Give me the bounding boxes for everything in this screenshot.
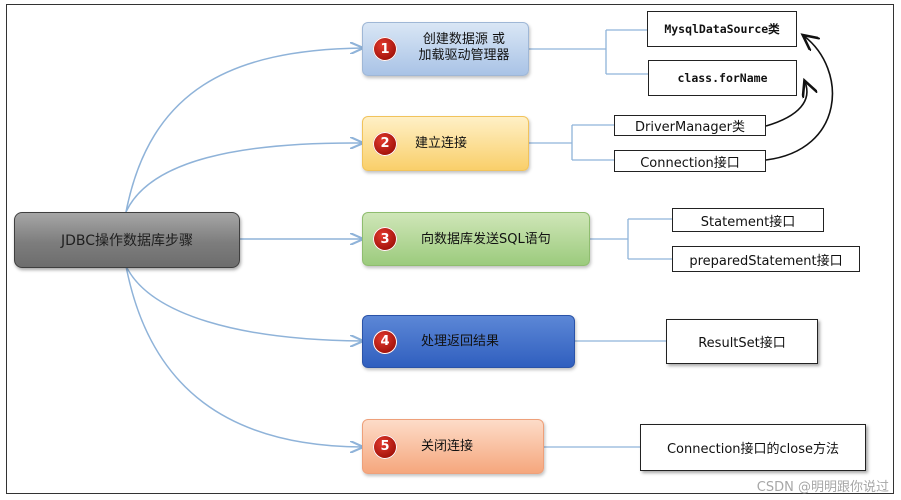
root-to-step1-curve (125, 48, 362, 213)
step1-bracket (529, 29, 648, 75)
diagram-frame (6, 4, 894, 494)
step-2-badge: 2 (373, 131, 397, 156)
step-1-node: 1 创建数据源 或 加载驱动管理器 (362, 22, 529, 76)
leaf-drivermanager: DriverManager类 (614, 115, 766, 136)
step-3-label: 向数据库发送SQL语句 (421, 232, 551, 247)
leaf-connection: Connection接口 (614, 150, 766, 172)
step-1-line1: 创建数据源 或 (422, 32, 506, 47)
connection-to-datasource-arrow (765, 36, 834, 161)
step-4-label: 处理返回结果 (421, 334, 500, 349)
watermark: CSDN @明明跟你说过 (756, 480, 889, 495)
step3-bracket (590, 218, 672, 260)
step2-bracket (529, 124, 614, 161)
step-1-label: 创建数据源 或 加载驱动管理器 (405, 32, 523, 64)
step-4-badge: 4 (373, 329, 397, 354)
step-2-node: 2 建立连接 (362, 116, 529, 171)
step-4-node: 4 处理返回结果 (362, 315, 575, 368)
leaf-mysqldatasource: MysqlDataSource类 (647, 11, 797, 47)
drivermanager-to-forname-arrow (765, 82, 807, 127)
step-1-line2: 加载驱动管理器 (418, 48, 510, 63)
root-node: JDBC操作数据库步骤 (14, 212, 240, 268)
step-5-badge: 5 (373, 434, 397, 459)
leaf-statement: Statement接口 (672, 208, 824, 232)
root-to-step2-curve (125, 143, 362, 213)
step-3-badge: 3 (373, 227, 397, 251)
step-5-label: 关闭连接 (421, 439, 474, 454)
leaf-preparedstatement: preparedStatement接口 (672, 246, 860, 272)
leaf-resultset: ResultSet接口 (666, 319, 818, 364)
root-to-step4-curve (125, 265, 362, 341)
step-3-node: 3 向数据库发送SQL语句 (362, 212, 590, 266)
root-label: JDBC操作数据库步骤 (60, 233, 194, 249)
step-5-node: 5 关闭连接 (362, 419, 544, 474)
root-to-step5-curve (125, 265, 362, 447)
leaf-connection-close: Connection接口的close方法 (640, 424, 866, 471)
step-1-badge: 1 (373, 37, 397, 61)
leaf-class-forname: class.forName (648, 60, 797, 96)
step-2-label: 建立连接 (415, 136, 468, 151)
